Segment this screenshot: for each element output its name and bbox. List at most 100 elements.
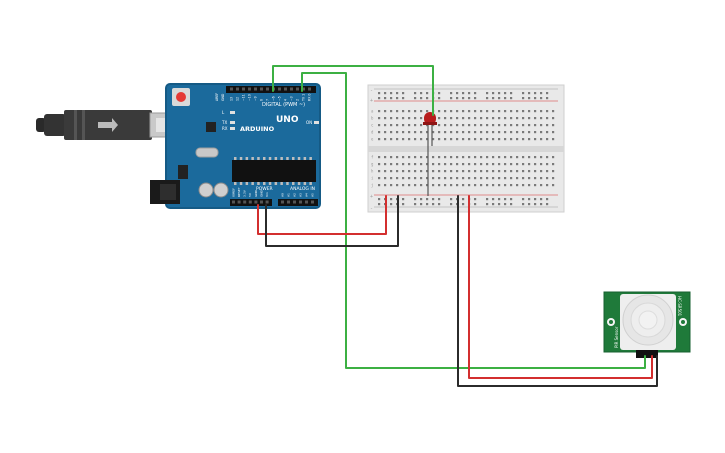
terminal-hole[interactable] <box>396 124 399 127</box>
terminal-hole[interactable] <box>468 110 471 113</box>
terminal-hole[interactable] <box>486 163 489 166</box>
rail-hole[interactable] <box>486 203 489 206</box>
terminal-hole[interactable] <box>492 138 495 141</box>
terminal-hole[interactable] <box>450 170 453 173</box>
rail-hole[interactable] <box>402 203 405 206</box>
terminal-hole[interactable] <box>516 163 519 166</box>
terminal-hole[interactable] <box>390 177 393 180</box>
terminal-hole[interactable] <box>492 124 495 127</box>
terminal-hole[interactable] <box>390 170 393 173</box>
terminal-hole[interactable] <box>378 163 381 166</box>
terminal-hole[interactable] <box>462 124 465 127</box>
power-pin-hole[interactable] <box>265 200 269 204</box>
terminal-hole[interactable] <box>384 163 387 166</box>
terminal-hole[interactable] <box>486 177 489 180</box>
terminal-hole[interactable] <box>462 184 465 187</box>
terminal-hole[interactable] <box>552 138 555 141</box>
terminal-hole[interactable] <box>468 184 471 187</box>
terminal-hole[interactable] <box>438 138 441 141</box>
terminal-hole[interactable] <box>414 163 417 166</box>
terminal-hole[interactable] <box>420 170 423 173</box>
terminal-hole[interactable] <box>462 138 465 141</box>
rail-hole[interactable] <box>426 198 429 201</box>
rail-hole[interactable] <box>540 92 543 95</box>
rail-hole[interactable] <box>522 198 525 201</box>
terminal-hole[interactable] <box>552 184 555 187</box>
terminal-hole[interactable] <box>510 110 513 113</box>
terminal-hole[interactable] <box>486 131 489 134</box>
terminal-hole[interactable] <box>516 156 519 159</box>
terminal-hole[interactable] <box>510 163 513 166</box>
digital-pin-hole[interactable] <box>266 87 269 91</box>
terminal-hole[interactable] <box>390 138 393 141</box>
terminal-hole[interactable] <box>408 163 411 166</box>
power-pin-hole[interactable] <box>260 200 263 204</box>
terminal-hole[interactable] <box>546 131 549 134</box>
analog-pin-hole[interactable] <box>281 200 284 204</box>
terminal-hole[interactable] <box>468 138 471 141</box>
terminal-hole[interactable] <box>522 156 525 159</box>
terminal-hole[interactable] <box>384 138 387 141</box>
terminal-hole[interactable] <box>420 117 423 120</box>
terminal-hole[interactable] <box>516 184 519 187</box>
terminal-hole[interactable] <box>456 117 459 120</box>
terminal-hole[interactable] <box>396 184 399 187</box>
rail-hole[interactable] <box>420 92 423 95</box>
terminal-hole[interactable] <box>378 170 381 173</box>
terminal-hole[interactable] <box>504 138 507 141</box>
terminal-hole[interactable] <box>492 131 495 134</box>
terminal-hole[interactable] <box>522 117 525 120</box>
terminal-hole[interactable] <box>450 177 453 180</box>
terminal-hole[interactable] <box>492 184 495 187</box>
rail-hole[interactable] <box>462 97 465 100</box>
terminal-hole[interactable] <box>534 163 537 166</box>
rail-hole[interactable] <box>486 97 489 100</box>
terminal-hole[interactable] <box>534 138 537 141</box>
terminal-hole[interactable] <box>498 131 501 134</box>
terminal-hole[interactable] <box>486 110 489 113</box>
terminal-hole[interactable] <box>450 184 453 187</box>
terminal-hole[interactable] <box>474 170 477 173</box>
digital-pin-hole[interactable] <box>278 87 281 91</box>
terminal-hole[interactable] <box>534 110 537 113</box>
terminal-hole[interactable] <box>516 131 519 134</box>
terminal-hole[interactable] <box>378 110 381 113</box>
terminal-hole[interactable] <box>498 177 501 180</box>
terminal-hole[interactable] <box>402 163 405 166</box>
terminal-hole[interactable] <box>480 163 483 166</box>
rail-hole[interactable] <box>378 92 381 95</box>
terminal-hole[interactable] <box>528 131 531 134</box>
terminal-hole[interactable] <box>420 184 423 187</box>
terminal-hole[interactable] <box>414 124 417 127</box>
rail-hole[interactable] <box>462 92 465 95</box>
terminal-hole[interactable] <box>414 138 417 141</box>
digital-pin-hole[interactable] <box>296 87 299 91</box>
terminal-hole[interactable] <box>432 170 435 173</box>
terminal-hole[interactable] <box>540 138 543 141</box>
digital-pin-hole[interactable] <box>230 87 233 91</box>
terminal-hole[interactable] <box>462 156 465 159</box>
terminal-hole[interactable] <box>450 163 453 166</box>
terminal-hole[interactable] <box>438 117 441 120</box>
rail-hole[interactable] <box>426 203 429 206</box>
terminal-hole[interactable] <box>522 177 525 180</box>
rail-hole[interactable] <box>510 203 513 206</box>
rail-hole[interactable] <box>474 92 477 95</box>
rail-hole[interactable] <box>456 97 459 100</box>
terminal-hole[interactable] <box>504 131 507 134</box>
terminal-hole[interactable] <box>414 131 417 134</box>
terminal-hole[interactable] <box>516 170 519 173</box>
terminal-hole[interactable] <box>522 184 525 187</box>
terminal-hole[interactable] <box>498 184 501 187</box>
rail-hole[interactable] <box>534 97 537 100</box>
terminal-hole[interactable] <box>486 170 489 173</box>
rail-hole[interactable] <box>426 97 429 100</box>
analog-pin-hole[interactable] <box>311 200 314 204</box>
rail-hole[interactable] <box>402 97 405 100</box>
terminal-hole[interactable] <box>480 138 483 141</box>
terminal-hole[interactable] <box>456 110 459 113</box>
terminal-hole[interactable] <box>426 177 429 180</box>
terminal-hole[interactable] <box>450 110 453 113</box>
terminal-hole[interactable] <box>468 170 471 173</box>
terminal-hole[interactable] <box>420 124 423 127</box>
